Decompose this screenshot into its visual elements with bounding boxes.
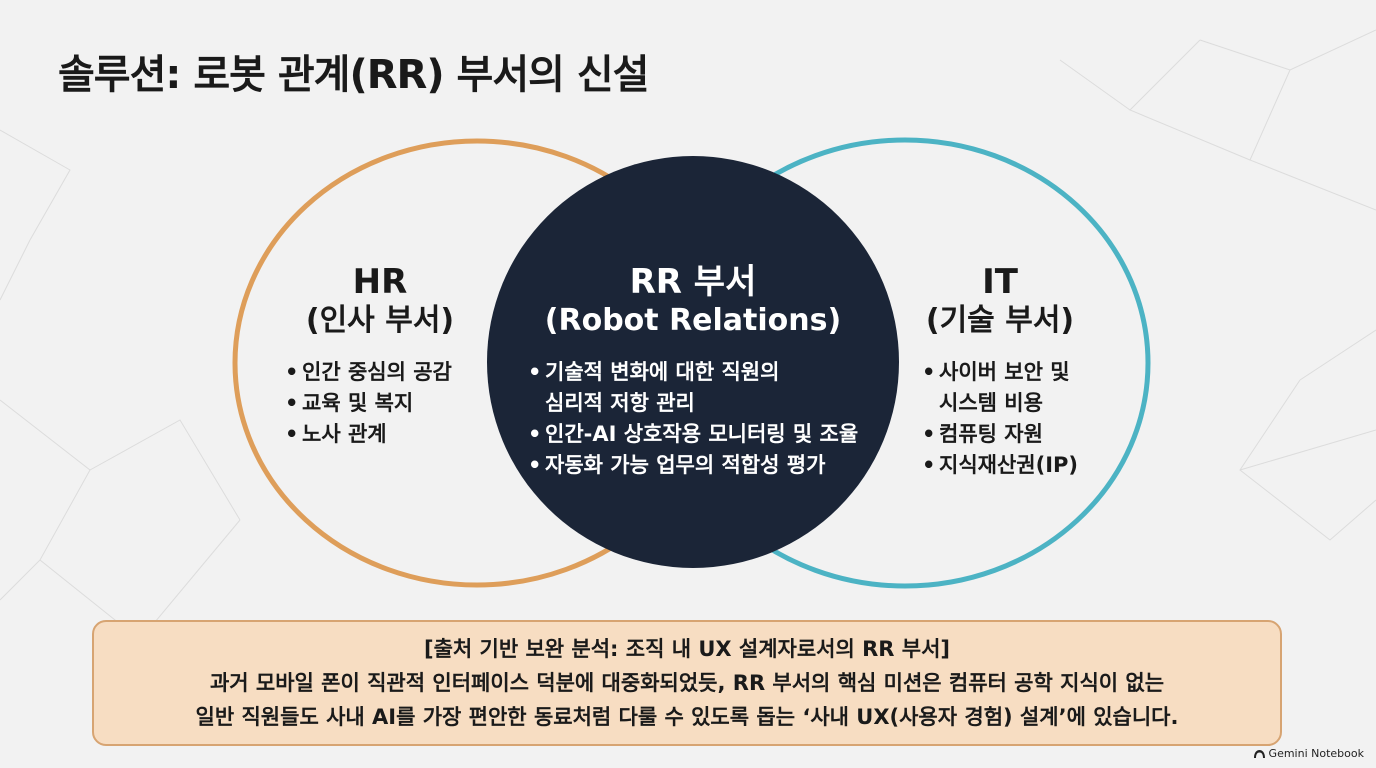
list-item: 인간 중심의 공감 [285, 357, 452, 388]
it-subtitle: (기술 부서) [925, 303, 1075, 338]
page-title: 솔루션: 로봇 관계(RR) 부서의 신설 [58, 52, 649, 98]
list-item: 교육 및 복지 [285, 388, 452, 419]
list-item: 자동화 가능 업무의 적합성 평가 [528, 450, 858, 481]
gemini-notebook-icon [1253, 750, 1265, 758]
list-item: 컴퓨팅 자원 [922, 419, 1078, 450]
note-heading: [출처 기반 보완 분석: 조직 내 UX 설계자로서의 RR 부서] [423, 637, 951, 661]
badge-label: Gemini Notebook [1268, 747, 1364, 760]
rr-title: RR 부서 [629, 262, 757, 302]
it-header: IT (기술 부서) [915, 262, 1085, 340]
list-item: 사이버 보안 및 시스템 비용 [922, 357, 1078, 419]
gemini-notebook-badge: Gemini Notebook [1253, 747, 1364, 760]
list-item: 인간-AI 상호작용 모니터링 및 조율 [528, 419, 858, 450]
it-list: 사이버 보안 및 시스템 비용 컴퓨팅 자원 지식재산권(IP) [922, 357, 1078, 481]
list-item: 지식재산권(IP) [922, 450, 1078, 481]
hr-subtitle: (인사 부서) [305, 303, 455, 338]
it-title: IT [982, 262, 1018, 302]
list-item: 기술적 변화에 대한 직원의 심리적 저항 관리 [528, 357, 858, 419]
analysis-note: [출처 기반 보완 분석: 조직 내 UX 설계자로서의 RR 부서] 과거 모… [92, 620, 1282, 746]
hr-title: HR [352, 262, 408, 302]
hr-list: 인간 중심의 공감 교육 및 복지 노사 관계 [285, 357, 452, 450]
rr-subtitle: (Robot Relations) [544, 303, 842, 338]
rr-header: RR 부서 (Robot Relations) [528, 262, 858, 340]
note-line-2: 일반 직원들도 사내 AI를 가장 편안한 동료처럼 다룰 수 있도록 돕는 ‘… [195, 705, 1179, 729]
hr-header: HR (인사 부서) [290, 262, 470, 340]
list-item: 노사 관계 [285, 419, 452, 450]
note-line-1: 과거 모바일 폰이 직관적 인터페이스 덕분에 대중화되었듯, RR 부서의 핵… [209, 671, 1165, 695]
rr-list: 기술적 변화에 대한 직원의 심리적 저항 관리 인간-AI 상호작용 모니터링… [528, 357, 858, 481]
note-emphasis: ‘사내 UX(사용자 경험) 설계’ [802, 705, 1067, 729]
